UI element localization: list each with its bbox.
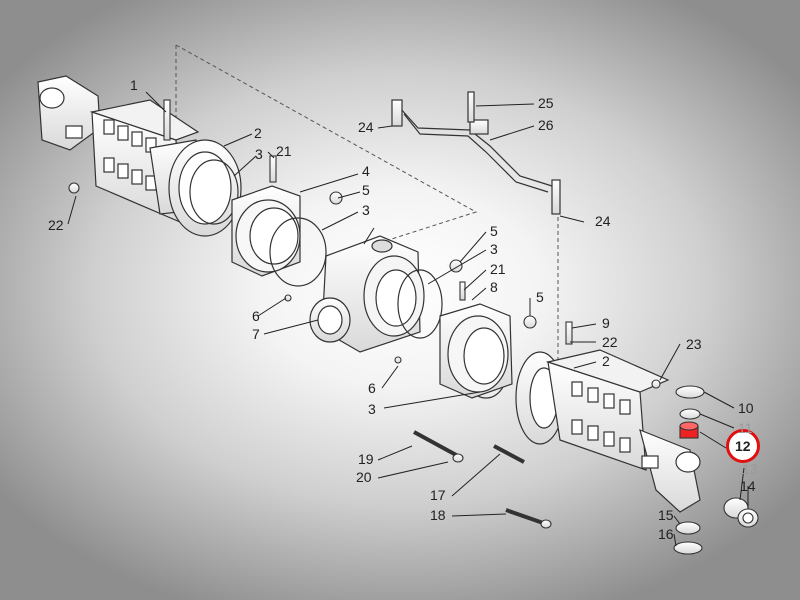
callout-5[interactable]: 5 xyxy=(362,182,370,198)
callout-16[interactable]: 16 xyxy=(658,526,674,542)
callout-5[interactable]: 5 xyxy=(490,223,498,239)
planetary-carrier-right xyxy=(439,303,513,399)
callout-3[interactable]: 3 xyxy=(362,202,370,218)
callout-11[interactable]: 11 xyxy=(738,420,753,436)
callout-23[interactable]: 23 xyxy=(686,336,702,352)
brake-pipe xyxy=(391,91,561,215)
callout-6[interactable]: 6 xyxy=(252,308,260,324)
planetary-carrier-left xyxy=(231,185,327,287)
callout-3[interactable]: 3 xyxy=(490,241,498,257)
callout-20[interactable]: 20 xyxy=(356,469,372,485)
callout-18[interactable]: 18 xyxy=(430,507,446,523)
small-parts xyxy=(68,99,759,555)
callout-3[interactable]: 3 xyxy=(368,401,376,417)
callout-14[interactable]: 14 xyxy=(740,478,756,494)
callout-7[interactable]: 7 xyxy=(252,326,260,342)
callout-5[interactable]: 5 xyxy=(536,289,544,305)
callout-8[interactable]: 8 xyxy=(490,279,498,295)
callout-9[interactable]: 9 xyxy=(602,315,610,331)
callout-3[interactable]: 3 xyxy=(255,146,263,162)
callout-19[interactable]: 19 xyxy=(358,451,374,467)
callout-12[interactable]: 12 xyxy=(735,438,751,454)
differential-housing xyxy=(309,235,425,353)
callout-2[interactable]: 2 xyxy=(602,353,610,369)
callout-21[interactable]: 21 xyxy=(490,261,506,277)
callout-24[interactable]: 24 xyxy=(595,213,611,229)
callout-21[interactable]: 21 xyxy=(276,143,292,159)
highlight-ring-12[interactable] xyxy=(726,429,760,463)
callout-10[interactable]: 10 xyxy=(738,400,754,416)
callout-2[interactable]: 2 xyxy=(254,125,262,141)
callout-22[interactable]: 22 xyxy=(48,217,64,233)
leader-lines xyxy=(67,91,749,547)
callout-26[interactable]: 26 xyxy=(538,117,554,133)
callout-25[interactable]: 25 xyxy=(538,95,554,111)
callout-13[interactable]: 13 xyxy=(742,461,758,477)
callout-24[interactable]: 24 xyxy=(358,119,374,135)
callout-22[interactable]: 22 xyxy=(602,334,618,350)
callout-4[interactable]: 4 xyxy=(362,163,370,179)
callout-6[interactable]: 6 xyxy=(368,380,376,396)
left-flange xyxy=(168,139,242,237)
right-axle-housing xyxy=(515,349,701,513)
bolts xyxy=(413,430,552,529)
callout-1[interactable]: 1 xyxy=(130,77,138,93)
callout-17[interactable]: 17 xyxy=(430,487,446,503)
callout-15[interactable]: 15 xyxy=(658,507,674,523)
